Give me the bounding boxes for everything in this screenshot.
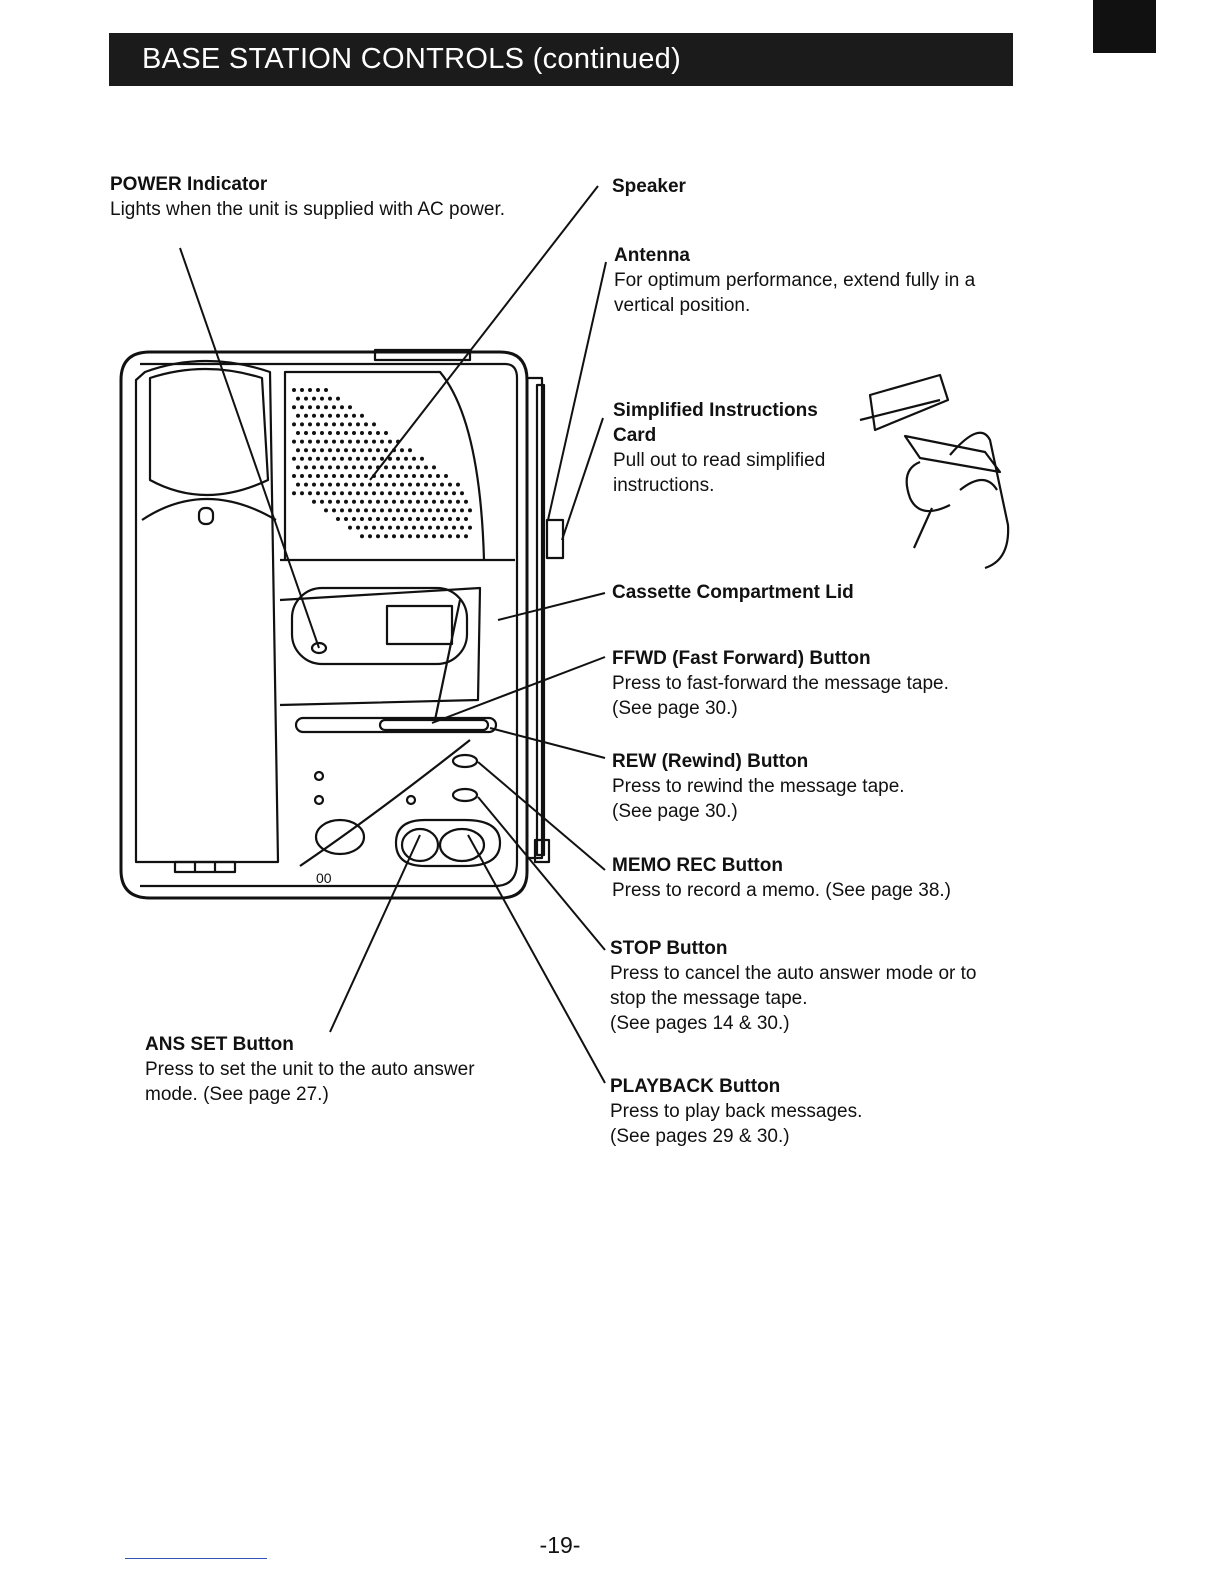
counter-label: 00 [316,870,332,886]
callout-instructions-card: Simplified Instructions Card Pull out to… [613,398,848,498]
page-number: -19- [539,1532,581,1558]
callout-ffwd-button: FFWD (Fast Forward) Button Press to fast… [612,646,1012,721]
callout-title: Speaker [612,176,686,197]
callout-description: Lights when the unit is supplied with AC… [110,199,506,220]
callout-description: Press to record a memo. (See page 38.) [612,880,951,901]
callout-title: PLAYBACK Button [610,1076,781,1097]
callout-antenna: Antenna For optimum performance, extend … [614,243,1014,318]
section-tab-marker [1093,0,1156,53]
callout-description: For optimum performance, extend fully in… [614,270,976,316]
callout-power-indicator: POWER Indicator Lights when the unit is … [110,172,510,222]
callout-title: Antenna [614,245,690,266]
callout-description: Press to cancel the auto answer mode or … [610,963,977,1009]
callout-description: Press to rewind the message tape. [612,776,905,797]
callout-title: MEMO REC Button [612,855,783,876]
callout-title: STOP Button [610,938,728,959]
callout-ans-set-button: ANS SET Button Press to set the unit to … [145,1032,520,1107]
callout-cassette-lid: Cassette Compartment Lid [612,580,854,605]
callout-stop-button: STOP Button Press to cancel the auto ans… [610,936,1010,1036]
callout-title: REW (Rewind) Button [612,751,809,772]
callout-reference: (See page 30.) [612,801,738,822]
callout-memo-rec-button: MEMO REC Button Press to record a memo. … [612,853,1012,903]
callout-title: Simplified Instructions Card [613,400,818,446]
callout-reference: (See pages 14 & 30.) [610,1013,790,1034]
footer-rule [125,1558,267,1559]
callout-title: ANS SET Button [145,1034,294,1055]
callout-playback-button: PLAYBACK Button Press to play back messa… [610,1074,1010,1149]
callout-rew-button: REW (Rewind) Button Press to rewind the … [612,749,1012,824]
callout-description: Press to fast-forward the message tape. [612,673,949,694]
callout-title: Cassette Compartment Lid [612,582,854,603]
callout-speaker: Speaker [612,174,686,199]
callout-reference: (See page 30.) [612,698,738,719]
callout-title: POWER Indicator [110,174,268,195]
callout-title: FFWD (Fast Forward) Button [612,648,871,669]
callout-description: Press to set the unit to the auto answer… [145,1059,475,1105]
callout-description: Pull out to read simplified instructions… [613,450,826,496]
callout-reference: (See pages 29 & 30.) [610,1126,790,1147]
page-title: BASE STATION CONTROLS (continued) [109,33,1013,86]
callout-description: Press to play back messages. [610,1101,863,1122]
